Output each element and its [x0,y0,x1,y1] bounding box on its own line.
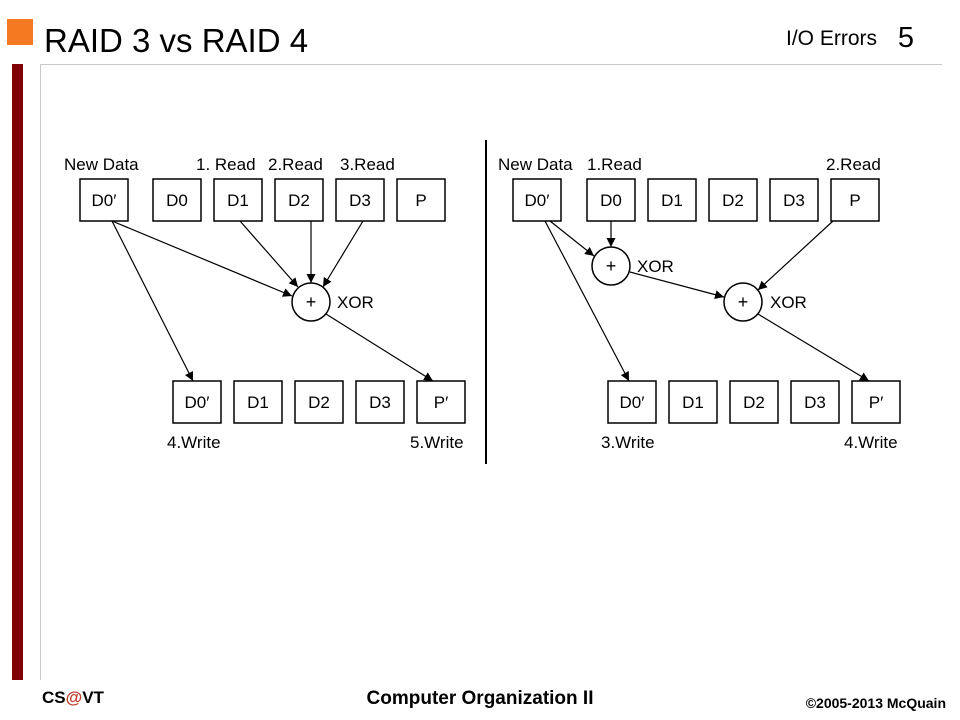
raid3-write-label-2: 5.Write [410,433,464,452]
raid3-top-block-label: P [415,191,426,210]
raid4-top-block-label: D0 [600,191,622,210]
slide-topic: I/O Errors [785,27,877,50]
raid3-top-block-d0: D0 [152,178,202,222]
raid3-bottom-block-label: D3 [369,393,391,412]
raid4-top-block-d0-new: D0′ [512,178,562,222]
raid4-top-block-label: D0′ [525,191,550,210]
raid4-bottom-block-label: D3 [804,393,826,412]
raid3-top-block-label: D0 [166,191,188,210]
raid4-bottom-block-parity-new: P′ [851,380,901,424]
raid4-arrow-xor1-to-xor2 [629,271,725,300]
footer-at-sign: @ [65,688,83,707]
raid3-read-label-3: 3.Read [340,155,395,174]
raid4-xor2-label: XOR [770,293,807,312]
raid3-top-block-label: D3 [349,191,371,210]
raid4-xor2-symbol: + [738,292,749,312]
raid4-bottom-block-d0-new: D0′ [607,380,657,424]
raid3-top-block-label: D2 [288,191,310,210]
footer-course-name: Computer Organization II [366,688,594,709]
raid4-bottom-block-d3: D3 [790,380,840,424]
raid3-write-label-1: 4.Write [167,433,221,452]
raid3-top-block-d0-new: D0′ [79,178,129,222]
raid4-top-block-label: D1 [661,191,683,210]
raid3-bottom-block-d3: D3 [355,380,405,424]
raid4-top-block-label: D3 [783,191,805,210]
raid4-arrow-d0new-to-write [544,220,630,382]
raid4-bottom-block-d1: D1 [668,380,718,424]
content-frame [40,64,942,680]
raid3-read-label-1: 1. Read [196,155,256,174]
raid3-top-block-parity: P [396,178,446,222]
raid3-read-label-2: 2.Read [268,155,323,174]
raid4-bottom-block-label: D0′ [620,393,645,412]
raid3-bottom-block-parity-new: P′ [416,380,466,424]
raid3-xor-node: + XOR [291,282,374,322]
raid4-read-label-1: 1.Read [587,155,642,174]
raid4-top-block-d3: D3 [769,178,819,222]
raid3-bottom-block-label: D0′ [185,393,210,412]
raid3-top-block-d1: D1 [213,178,263,222]
raid4-bottom-block-label: P′ [869,393,884,412]
raid3-arrow-d0new-to-write [111,220,194,382]
raid4-top-block-d2: D2 [708,178,758,222]
raid3-bottom-block-label: D2 [308,393,330,412]
raid3-bottom-block-d1: D1 [233,380,283,424]
footer-vt-text: VT [82,688,104,707]
raid3-xor-symbol: + [306,292,317,312]
raid4-write-label-1: 3.Write [601,433,655,452]
raid4-read-label-2: 2.Read [826,155,881,174]
raid4-bottom-block-label: D1 [682,393,704,412]
raid4-top-block-label: P [849,191,860,210]
raid3-bottom-block-d2: D2 [294,380,344,424]
raid4-arrow-xor2-to-parity [757,313,870,382]
raid4-bottom-block-d2: D2 [729,380,779,424]
raid4-panel: New Data 1.Read 2.Read D0′ D0 D1 D2 D3 P [498,155,901,452]
raid4-xor1-symbol: + [606,256,617,276]
raid3-panel: New Data 1. Read 2.Read 3.Read D0′ D0 D1… [64,155,466,452]
footer-copyright: ©2005-2013 McQuain [805,695,946,711]
raid4-xor-node-2: + XOR [723,282,807,322]
raid3-arrow-d1-to-xor [239,220,299,288]
left-accent-bar [12,64,23,680]
raid3-bottom-block-label: D1 [247,393,269,412]
raid4-xor1-label: XOR [637,257,674,276]
raid3-arrow-xor-to-parity [325,313,434,382]
raid3-top-block-d2: D2 [274,178,324,222]
raid4-top-block-label: D2 [722,191,744,210]
footer-course-tag: CS@VT [42,688,104,708]
raid4-arrow-parity-to-xor2 [757,220,834,291]
raid3-top-block-label: D0′ [92,191,117,210]
raid3-bottom-block-label: P′ [434,393,449,412]
raid4-top-block-d0: D0 [586,178,636,222]
footer-cs-text: CS [42,688,66,707]
raid4-top-block-d1: D1 [647,178,697,222]
raid4-new-data-label: New Data [498,155,573,174]
raid3-new-data-label: New Data [64,155,139,174]
raid3-arrow-d3-to-xor [322,220,364,288]
raid4-top-block-parity: P [830,178,880,222]
raid3-bottom-block-d0-new: D0′ [172,380,222,424]
raid4-write-label-2: 4.Write [844,433,898,452]
slide-title: RAID 3 vs RAID 4 [44,22,309,59]
raid3-top-block-d3: D3 [335,178,385,222]
raid4-bottom-block-label: D2 [743,393,765,412]
raid3-arrow-d0new-to-xor [111,220,293,297]
raid4-xor-node-1: + XOR [591,246,674,286]
raid4-arrow-d0new-to-xor1 [549,220,595,257]
raid3-top-block-label: D1 [227,191,249,210]
raid3-xor-label: XOR [337,293,374,312]
corner-accent-square [7,19,33,45]
page-number: 5 [897,22,914,54]
